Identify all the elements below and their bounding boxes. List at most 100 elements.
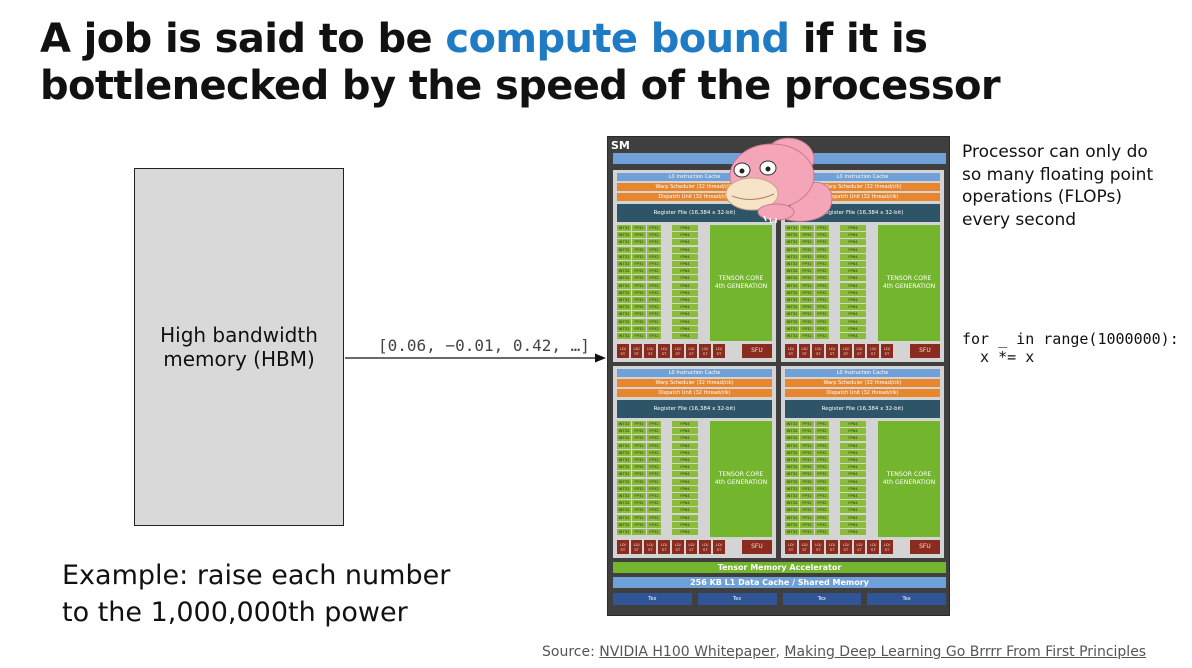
- fp64-core: FP64: [672, 435, 698, 442]
- core-gap: [830, 268, 839, 274]
- fp32-core: FP32: [647, 239, 661, 246]
- int32-core: INT32: [785, 471, 799, 478]
- processor-note-line-3: operations (FLOPs): [962, 187, 1122, 207]
- code-snippet: for _ in range(1000000): x *= x: [962, 330, 1179, 366]
- ld-label: LD/: [647, 346, 654, 351]
- int32-core: INT32: [785, 304, 799, 311]
- ld-label: LD/: [647, 542, 654, 547]
- fp32-core: FP32: [815, 297, 829, 303]
- st-label: ST: [857, 547, 862, 552]
- fp32-core: FP32: [632, 225, 646, 231]
- int32-core: INT32: [617, 253, 631, 260]
- fp64-core: FP64: [840, 529, 866, 535]
- processor-note-line-4: every second: [962, 209, 1077, 230]
- fp32-core: FP32: [815, 282, 829, 289]
- brrrr-article-link[interactable]: Making Deep Learning Go Brrrr From First…: [784, 644, 1147, 660]
- dispatch-unit: Dispatch Unit (32 thread/clk): [785, 193, 940, 201]
- st-label: ST: [870, 547, 876, 552]
- core-gap: [830, 283, 839, 289]
- fp64-core: FP64: [672, 318, 698, 325]
- core-gap: [830, 457, 839, 463]
- ld-st-unit: LD/ST: [685, 344, 698, 358]
- fp32-core: FP32: [800, 421, 814, 427]
- fp64-core: FP64: [672, 428, 698, 435]
- st-label: ST: [870, 351, 876, 356]
- ld-label: LD/: [856, 346, 863, 351]
- int32-core: INT32: [785, 253, 799, 260]
- fp32-core: FP32: [647, 304, 661, 311]
- core-gap: [662, 290, 671, 296]
- fp32-core: FP32: [647, 485, 661, 492]
- int32-core: INT32: [617, 493, 631, 499]
- fp32-core: FP32: [632, 478, 646, 485]
- fp32-core: FP32: [815, 225, 829, 231]
- st-label: ST: [689, 547, 694, 552]
- st-label: ST: [857, 351, 862, 356]
- int32-core: INT32: [785, 500, 799, 507]
- fp32-core: FP32: [815, 253, 829, 260]
- ld-label: LD/: [688, 346, 695, 351]
- fp64-core: FP64: [840, 275, 866, 282]
- ld-label: LD/: [883, 346, 891, 351]
- core-gap: [662, 319, 671, 325]
- core-gap: [662, 471, 671, 477]
- warp-scheduler: Warp Scheduler (32 thread/clk): [617, 183, 772, 191]
- int32-core: INT32: [785, 325, 799, 332]
- int32-core: INT32: [617, 435, 631, 442]
- ld-st-unit: LD/ST: [658, 540, 670, 554]
- core-gap: [662, 311, 671, 317]
- tensor-memory-accelerator: Tensor Memory Accelerator: [613, 562, 946, 573]
- st-label: ST: [689, 351, 694, 356]
- core-gap: [662, 254, 671, 260]
- fp32-core: FP32: [647, 421, 661, 427]
- core-gap: [830, 275, 839, 281]
- fp32-core: FP32: [647, 507, 661, 514]
- sfu-unit: SFU: [741, 344, 773, 358]
- st-label: ST: [675, 351, 681, 356]
- ld-st-unit: LD/ST: [713, 344, 725, 358]
- fp32-core: FP32: [800, 311, 814, 318]
- core-gap: [830, 311, 839, 317]
- st-label: ST: [843, 547, 849, 552]
- ld-st-unit: LD/ST: [630, 540, 643, 554]
- fp64-core: FP64: [672, 442, 698, 449]
- nvidia-whitepaper-link[interactable]: NVIDIA H100 Whitepaper: [599, 644, 776, 660]
- int32-core: INT32: [617, 325, 631, 332]
- fp64-core: FP64: [672, 507, 698, 514]
- core-gap: [662, 522, 671, 528]
- fp32-core: FP32: [800, 253, 814, 260]
- fp32-core: FP32: [647, 232, 661, 239]
- code-line-2: x *= x: [962, 348, 1035, 366]
- fp32-core: FP32: [647, 514, 661, 521]
- hbm-label: High bandwidth memory (HBM): [160, 323, 318, 371]
- int32-core: INT32: [785, 421, 799, 427]
- int32-core: INT32: [785, 449, 799, 456]
- fp32-core: FP32: [815, 507, 829, 514]
- ld-label: LD/: [828, 346, 836, 351]
- source-citation: Source: NVIDIA H100 Whitepaper, Making D…: [542, 644, 1146, 660]
- ld-st-unit: LD/ST: [685, 540, 698, 554]
- tensor-core-generation: 4th GENERATION: [714, 283, 768, 290]
- fp32-core: FP32: [632, 232, 646, 239]
- core-gap: [830, 319, 839, 325]
- ld-st-unit: LD/ST: [671, 344, 684, 358]
- ld-st-unit: LD/ST: [881, 344, 893, 358]
- int32-core: INT32: [617, 282, 631, 289]
- st-label: ST: [647, 547, 653, 552]
- int32-core: INT32: [785, 246, 799, 253]
- fp32-core: FP32: [647, 268, 661, 275]
- fp32-core: FP32: [800, 318, 814, 325]
- core-gap: [830, 428, 839, 434]
